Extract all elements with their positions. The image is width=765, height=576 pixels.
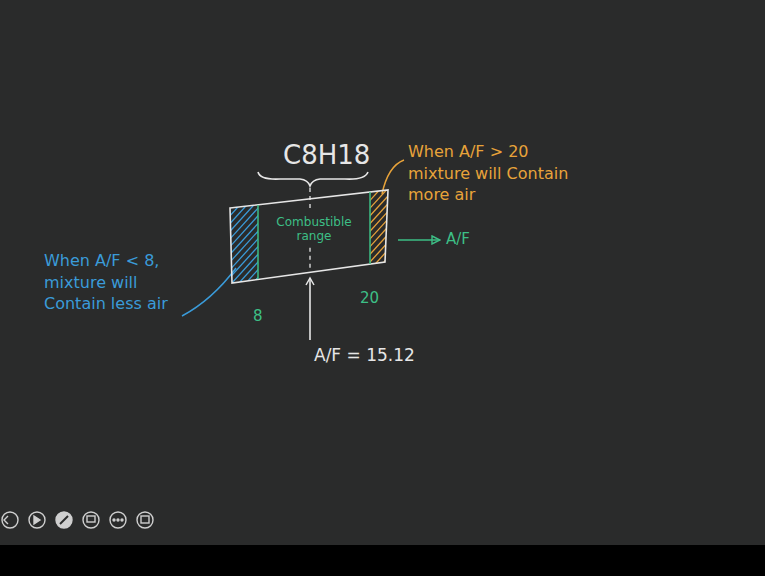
leader-line <box>382 160 404 194</box>
brace <box>258 172 368 186</box>
toolbar-icons <box>2 512 153 528</box>
range-band: Combustible range <box>230 185 390 285</box>
chemical-formula: C8H18 <box>283 138 370 173</box>
pointer-arrow <box>309 278 311 340</box>
note-text: When A/F > 20 mixture will Contain more … <box>408 141 580 206</box>
note-text: When A/F < 8, mixture will Contain less … <box>44 250 174 315</box>
ratio-label: A/F = 15.12 <box>314 344 415 367</box>
range-label: Combustible range <box>267 215 361 244</box>
axis-arrow <box>398 239 440 241</box>
axis-label: A/F <box>446 229 470 249</box>
leader-line <box>182 268 236 316</box>
bottom-strip <box>0 545 765 576</box>
scale-value: 8 <box>253 306 263 326</box>
scale-value: 20 <box>360 288 379 308</box>
